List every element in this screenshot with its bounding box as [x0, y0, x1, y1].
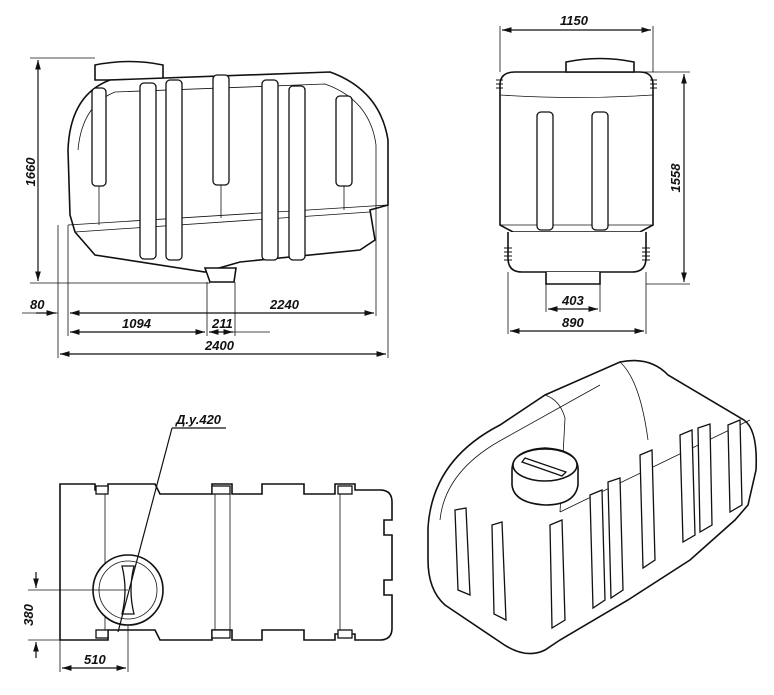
rib [91, 87, 107, 187]
hatch-offset-y-label: 380 [21, 603, 36, 625]
front-view: 1660 80 2240 1094 211 2400 [22, 57, 389, 358]
side-base-inner-label: 403 [561, 293, 584, 308]
rib [139, 82, 157, 260]
rib [165, 79, 183, 261]
side-view: 1150 1558 403 890 [496, 13, 690, 334]
front-overall-length-label: 2400 [204, 338, 235, 353]
front-inner-length-label: 2240 [269, 297, 300, 312]
hatch-offset-x-label: 510 [84, 652, 106, 667]
side-height-label: 1558 [668, 163, 683, 193]
rib [335, 95, 353, 187]
rib [288, 85, 306, 261]
front-outlet-width-label: 211 [211, 316, 233, 331]
front-height-label: 1660 [23, 157, 38, 187]
rib [536, 111, 554, 231]
isometric-view [427, 359, 758, 655]
side-base-outer-label: 890 [562, 315, 584, 330]
front-outlet-position-label: 1094 [122, 316, 152, 331]
rib [261, 79, 279, 261]
front-offset-label: 80 [30, 297, 45, 312]
rib [212, 74, 230, 186]
hatch-diameter-label: Д.у.420 [175, 412, 222, 427]
side-width-label: 1150 [560, 13, 589, 28]
rib [591, 111, 609, 231]
top-view: Д.у.420 380 510 [21, 412, 393, 672]
